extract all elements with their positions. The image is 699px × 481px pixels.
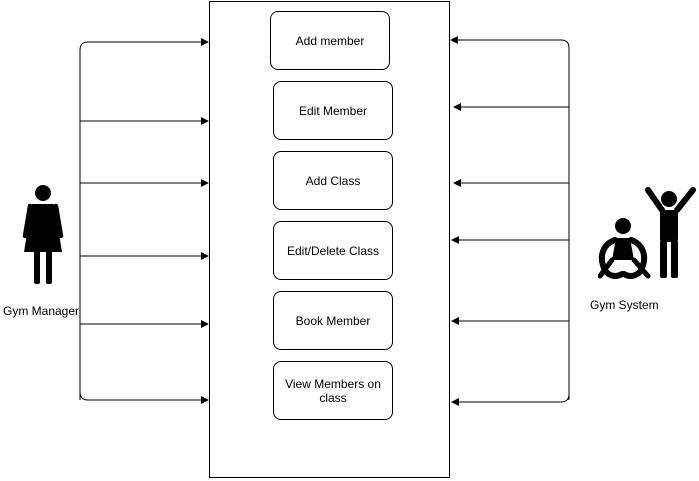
use-case-edit-member: Edit Member xyxy=(273,81,393,140)
use-case-add-class: Add Class xyxy=(273,151,393,210)
use-case-add-member: Add member xyxy=(270,11,390,70)
manager-arrow-add-member xyxy=(79,38,209,400)
use-case-edit-delete-class: Edit/Delete Class xyxy=(273,221,393,280)
use-case-book-member: Book Member xyxy=(273,291,393,350)
system-arrow-view-members xyxy=(451,393,570,406)
actor-label-gym-system: Gym System xyxy=(590,298,659,312)
manager-arrow-view-members xyxy=(79,391,209,404)
use-case-view-members-on-class: View Members on class xyxy=(273,361,393,420)
system-arrow-add-member xyxy=(450,36,570,400)
female-person-icon xyxy=(22,185,64,284)
exercising-people-icon xyxy=(598,187,696,279)
actor-label-gym-manager: Gym Manager xyxy=(3,304,80,318)
